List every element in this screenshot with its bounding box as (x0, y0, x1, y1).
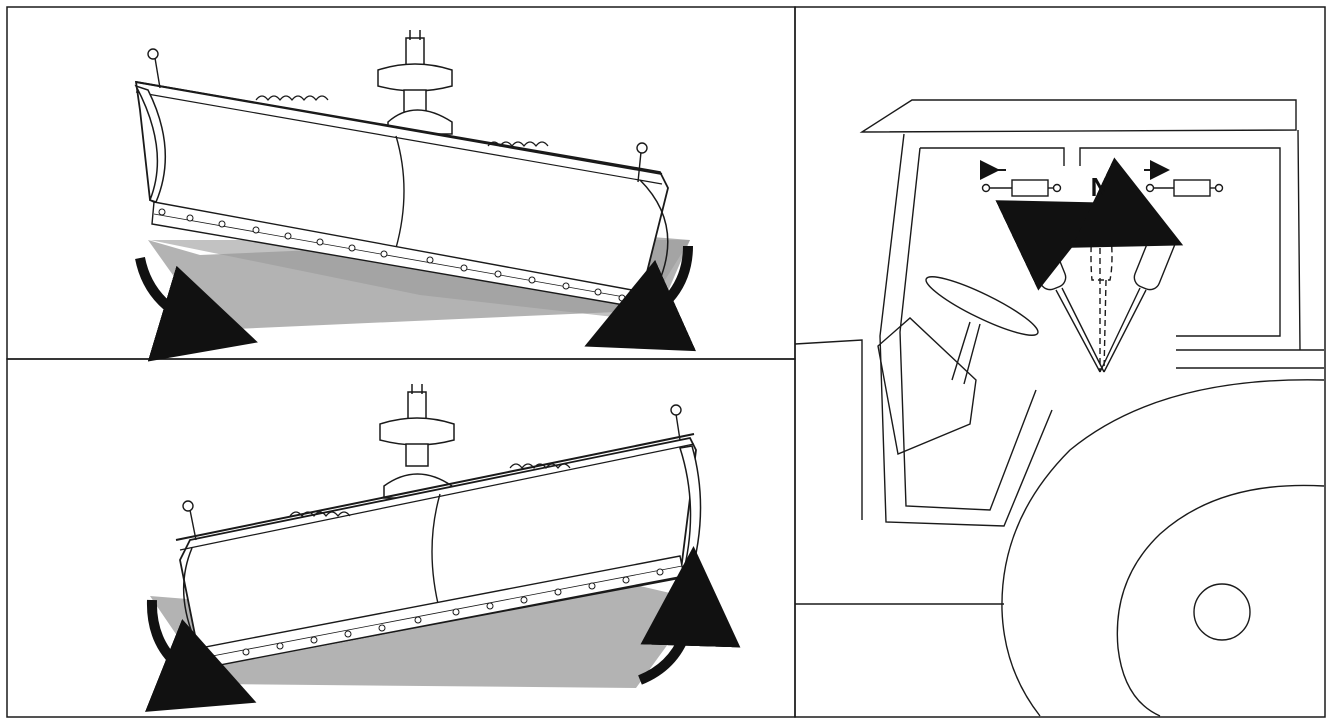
curved-arrow-icon (638, 546, 741, 685)
curved-arrow-icon (135, 256, 258, 362)
cab-frame (879, 129, 1301, 527)
panel-blade-angled-left (134, 30, 697, 362)
seat (877, 317, 977, 455)
cab-roof (859, 99, 1297, 133)
control-lever-icon (1023, 218, 1177, 373)
panel-blade-angled-right (144, 384, 741, 712)
neutral-label: N (1091, 172, 1110, 202)
trip-springs (255, 95, 549, 147)
curved-arrow-icon (584, 245, 697, 352)
panel-tractor-cab-control (794, 99, 1325, 717)
rear-wheel (1001, 379, 1325, 717)
panel-frames (6, 6, 1326, 718)
curved-arrow-icon (995, 157, 1184, 291)
hydraulic-cylinder-icon (980, 160, 1062, 197)
panel-right-frame (794, 6, 1326, 718)
plow-mount-icon (377, 30, 453, 135)
plow-mount-icon (379, 384, 455, 499)
curved-arrow-icon (144, 599, 257, 712)
steering-wheel-icon (925, 276, 1039, 385)
marker-rod-icon (147, 48, 648, 183)
trip-springs (289, 463, 571, 517)
hydraulic-cylinder-icon (1144, 160, 1224, 197)
marker-rod-icon (182, 404, 682, 541)
